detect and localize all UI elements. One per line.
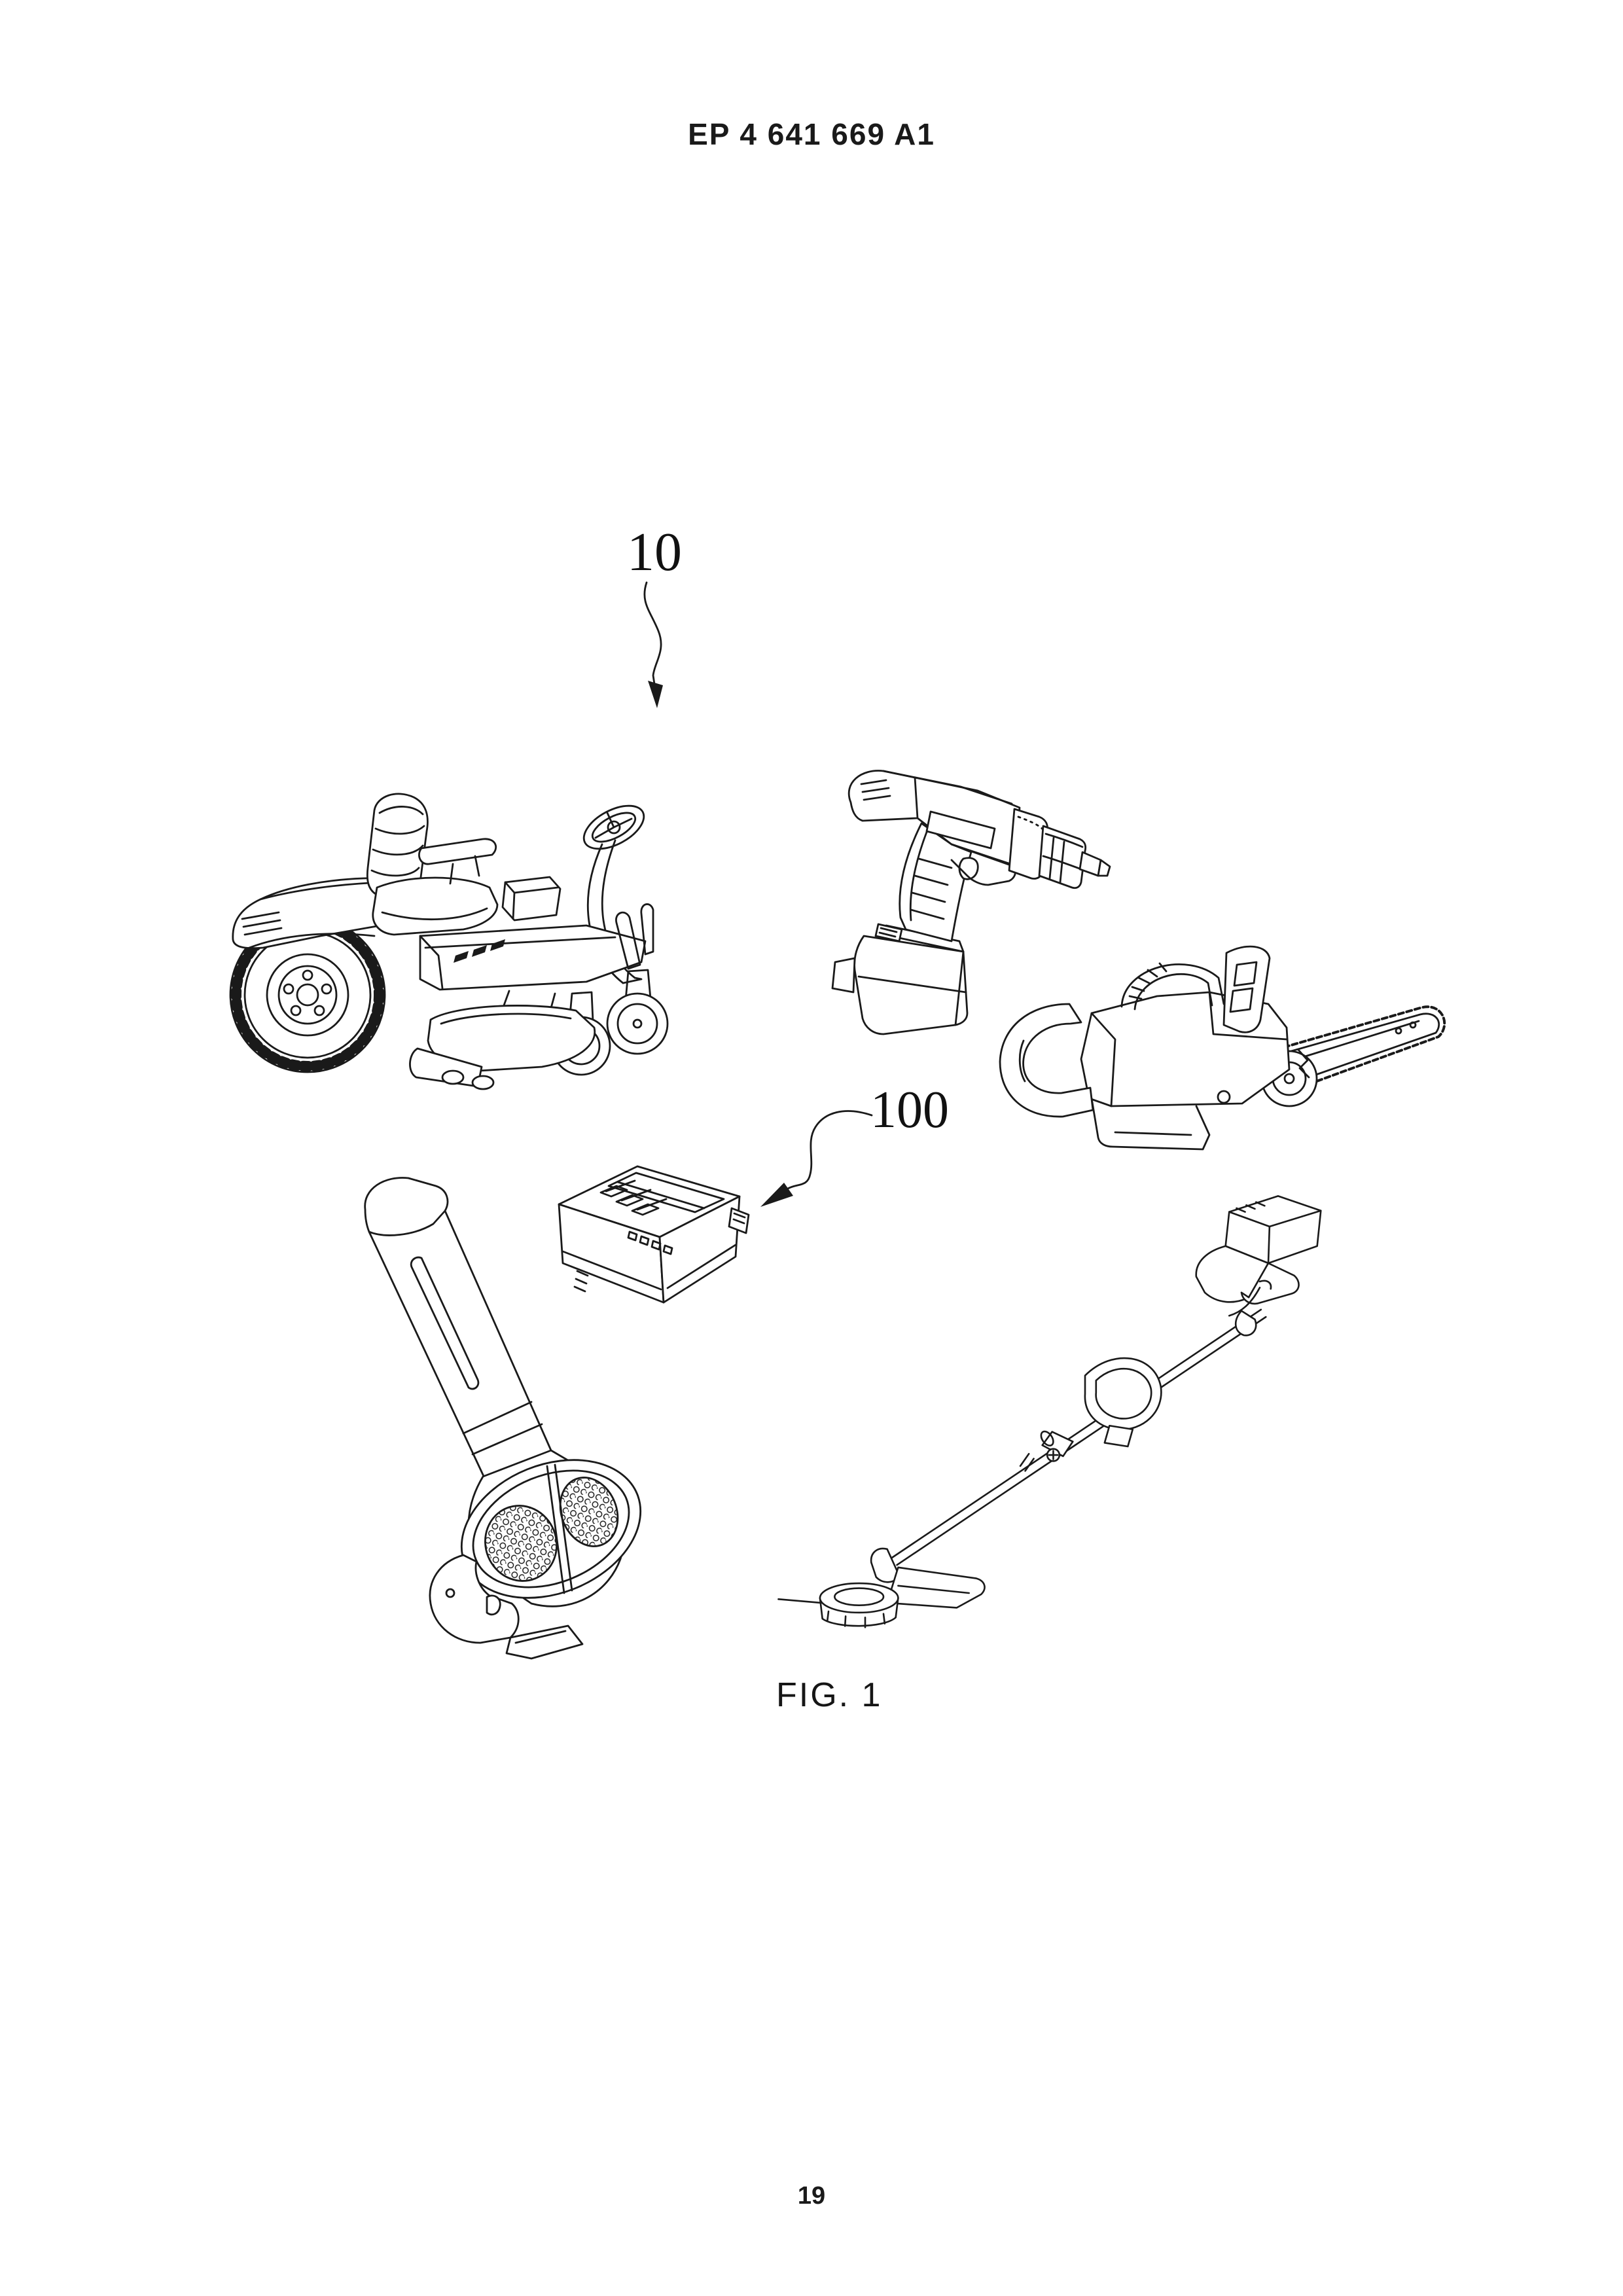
mower-console [501, 876, 562, 922]
mower-deck [409, 990, 596, 1090]
battery-terminals [599, 1179, 668, 1216]
mower-seat [366, 793, 499, 936]
blower-tube [364, 1177, 552, 1484]
leader-arrow-10 [643, 581, 663, 708]
mower-rear-wheel [229, 916, 386, 1073]
trimmer-shaft [891, 1308, 1267, 1566]
figure-caption: FIG. 1 [776, 1676, 883, 1714]
battery-rail [607, 1172, 725, 1213]
chainsaw-drawing [999, 945, 1446, 1151]
chainsaw-hand-guard [1222, 945, 1271, 1033]
battery-vents [573, 1270, 589, 1293]
drill-grip [899, 822, 979, 942]
page-number: 19 [797, 2182, 826, 2210]
chainsaw-top-handle [1120, 962, 1225, 1011]
reference-numeral-100: 100 [870, 1081, 949, 1139]
battery-latch [728, 1207, 750, 1234]
battery-housing [558, 1165, 741, 1304]
blower-handle [429, 1554, 584, 1660]
drill-body [847, 770, 1021, 886]
battery-pack-drawing [558, 1165, 750, 1304]
cordless-drill-drawing [831, 770, 1111, 1035]
leaf-blower-drawing [364, 1177, 642, 1660]
drill-battery [831, 923, 969, 1035]
mower-frame [419, 903, 654, 991]
trimmer-loop-handle [1084, 1357, 1162, 1448]
reference-numeral-10: 10 [627, 522, 682, 583]
trimmer-coupler [1019, 1430, 1074, 1472]
blower-housing [460, 1449, 642, 1607]
document-header: EP 4 641 669 A1 [688, 117, 935, 151]
trimmer-power-head [1195, 1195, 1322, 1336]
zero-turn-mower-drawing [229, 793, 669, 1090]
trimmer-head [777, 1547, 986, 1628]
drill-chuck [1008, 808, 1111, 889]
battery-charge-indicator [627, 1230, 673, 1255]
leader-arrow-100 [760, 1110, 873, 1207]
chainsaw-rear-handle [999, 1003, 1094, 1118]
string-trimmer-drawing [777, 1195, 1322, 1628]
